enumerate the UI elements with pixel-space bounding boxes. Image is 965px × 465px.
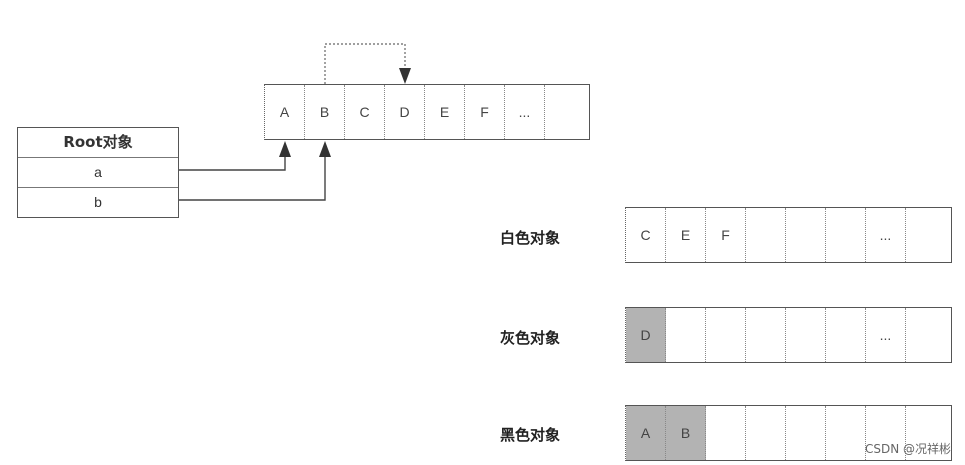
- white-cell: ...: [866, 208, 906, 262]
- root-object-title: Root对象: [63, 133, 133, 151]
- black-cell: A: [626, 406, 666, 460]
- heap-cell: B: [305, 85, 345, 139]
- gray-set-row: D ...: [625, 307, 952, 363]
- gray-cell: [706, 308, 746, 362]
- gray-set-label: 灰色对象: [500, 329, 561, 347]
- arrow-B-to-D: [324, 43, 406, 84]
- white-cell: [786, 208, 826, 262]
- heap-cell: E: [425, 85, 465, 139]
- gray-cell: ...: [866, 308, 906, 362]
- white-set-row: C E F ...: [625, 207, 952, 263]
- heap-cell: C: [345, 85, 385, 139]
- arrowhead-B: [319, 141, 331, 157]
- watermark: CSDN @况祥彬: [864, 442, 951, 456]
- arrowhead-A: [279, 141, 291, 157]
- black-cell: [706, 406, 746, 460]
- white-cell: E: [666, 208, 706, 262]
- black-cell: [866, 406, 906, 460]
- gray-cell: [666, 308, 706, 362]
- arrow-b-to-B: [179, 144, 326, 201]
- white-cell: [746, 208, 786, 262]
- gray-cell: [746, 308, 786, 362]
- black-cell: [746, 406, 786, 460]
- black-cell: [786, 406, 826, 460]
- white-cell: C: [626, 208, 666, 262]
- white-set-label: 白色对象: [500, 229, 561, 247]
- white-cell: [826, 208, 866, 262]
- gray-cell: [826, 308, 866, 362]
- heap-cell: ...: [505, 85, 545, 139]
- gray-cell: D: [626, 308, 666, 362]
- root-object-table: Root对象 a b: [17, 127, 179, 218]
- black-cell: [826, 406, 866, 460]
- heap-objects-row: A B C D E F ...: [264, 84, 590, 140]
- root-field-b: b: [18, 187, 178, 217]
- gray-cell: [786, 308, 826, 362]
- black-set-row: A B: [625, 405, 952, 461]
- heap-cell: F: [465, 85, 505, 139]
- arrow-a-to-A: [179, 144, 286, 171]
- black-set-label: 黑色对象: [500, 426, 561, 444]
- arrowhead-D: [399, 68, 411, 84]
- white-cell: F: [706, 208, 746, 262]
- black-cell: B: [666, 406, 706, 460]
- root-field-a: a: [18, 157, 178, 187]
- heap-cell: A: [265, 85, 305, 139]
- heap-cell: D: [385, 85, 425, 139]
